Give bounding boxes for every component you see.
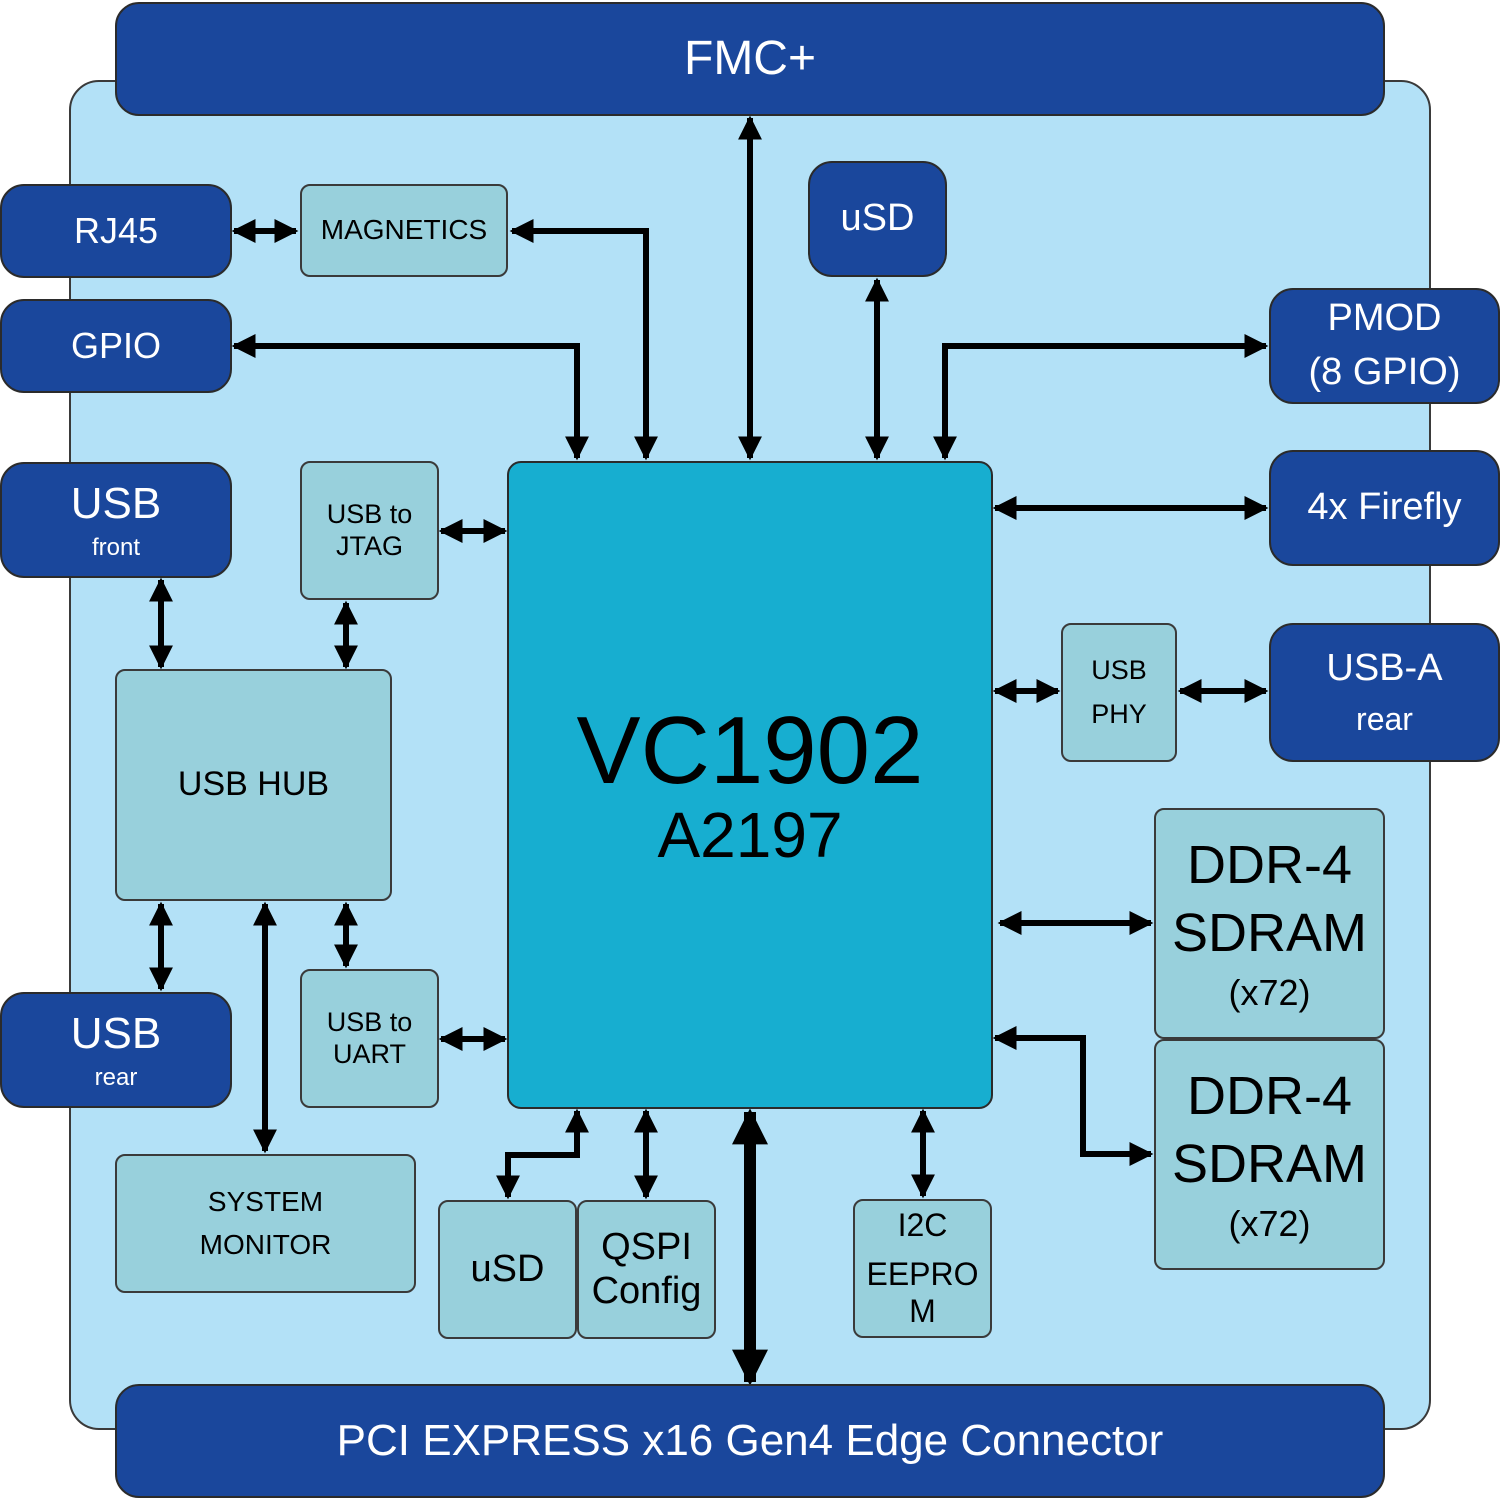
usb-jtag-line2: JTAG <box>336 530 403 561</box>
arrow-fpga-pmod <box>933 334 1269 461</box>
usb-a-line2: rear <box>1356 700 1413 737</box>
gpio-label: GPIO <box>70 325 162 367</box>
usb-uart-line1: USB to <box>326 1007 413 1038</box>
usb-a-connector: USB-A rear <box>1269 623 1500 762</box>
pcie-edge-connector: PCI EXPRESS x16 Gen4 Edge Connector <box>115 1384 1385 1498</box>
fmc-label: FMC+ <box>684 32 816 86</box>
fpga-chip: VC1902 A2197 <box>507 461 993 1109</box>
i2c-eeprom-line2: EEPRO <box>866 1256 979 1293</box>
pmod-connector: PMOD (8 GPIO) <box>1269 288 1500 404</box>
usb-rear-subtitle: rear <box>94 1063 138 1091</box>
ddr4b-line2: SDRAM <box>1171 1133 1367 1194</box>
usb-hub-label: USB HUB <box>177 765 330 804</box>
usd-top-connector: uSD <box>808 161 947 277</box>
usb-jtag-line1: USB to <box>326 499 413 530</box>
usb-front-connector: USB front <box>0 462 232 578</box>
usb-rear-connector: USB rear <box>0 992 232 1108</box>
usb-front-title: USB <box>70 478 162 528</box>
ddr4a-line3: (x72) <box>1228 971 1311 1013</box>
arrow-fpga-ddr4b <box>992 1026 1154 1166</box>
pmod-line2: (8 GPIO) <box>1308 351 1461 393</box>
usb-phy-line1: USB <box>1091 655 1147 686</box>
ddr4b-line1: DDR-4 <box>1186 1065 1352 1126</box>
ddr4-sdram-block-1: DDR-4 SDRAM (x72) <box>1154 808 1385 1039</box>
usb-uart-line2: UART <box>332 1038 406 1069</box>
arrow-fpga-usd-bottom <box>496 1108 589 1200</box>
fpga-part-number: VC1902 <box>576 697 924 804</box>
sysmon-line2: MONITOR <box>199 1228 332 1260</box>
i2c-eeprom-block: I2C EEPRO M <box>853 1199 992 1338</box>
usb-a-line1: USB-A <box>1326 647 1443 690</box>
magnetics-label: MAGNETICS <box>320 214 488 246</box>
qspi-config-block: QSPI Config <box>577 1200 716 1339</box>
qspi-line2: Config <box>591 1269 702 1312</box>
usb-phy-block: USB PHY <box>1061 623 1177 762</box>
system-monitor-block: SYSTEM MONITOR <box>115 1154 416 1293</box>
usd-bottom-block: uSD <box>438 1200 577 1339</box>
ddr4-sdram-block-2: DDR-4 SDRAM (x72) <box>1154 1039 1385 1270</box>
ddr4a-line1: DDR-4 <box>1186 834 1352 895</box>
gpio-connector: GPIO <box>0 299 232 393</box>
usb-to-jtag-block: USB to JTAG <box>300 461 439 600</box>
arrow-magnetics-fpga <box>509 219 658 461</box>
fmc-connector: FMC+ <box>115 2 1385 116</box>
pmod-line1: PMOD <box>1327 297 1442 340</box>
firefly-connector: 4x Firefly <box>1269 450 1500 566</box>
arrow-gpio-fpga <box>231 334 589 461</box>
usb-to-uart-block: USB to UART <box>300 969 439 1108</box>
sysmon-line1: SYSTEM <box>207 1186 324 1218</box>
rj45-connector: RJ45 <box>0 184 232 278</box>
qspi-line1: QSPI <box>601 1225 692 1268</box>
usb-phy-line2: PHY <box>1091 698 1147 729</box>
fpga-package: A2197 <box>657 799 843 871</box>
usb-rear-title: USB <box>70 1008 162 1058</box>
pcie-label: PCI EXPRESS x16 Gen4 Edge Connector <box>336 1415 1164 1465</box>
i2c-eeprom-line3: M <box>909 1292 936 1329</box>
i2c-eeprom-line1: I2C <box>897 1207 948 1244</box>
usd-top-label: uSD <box>840 197 915 240</box>
firefly-label: 4x Firefly <box>1307 486 1462 529</box>
usd-bottom-label: uSD <box>470 1247 545 1290</box>
rj45-label: RJ45 <box>73 210 159 252</box>
ddr4a-line2: SDRAM <box>1171 902 1367 963</box>
usb-hub-block: USB HUB <box>115 669 392 901</box>
ddr4b-line3: (x72) <box>1228 1202 1311 1244</box>
magnetics-block: MAGNETICS <box>300 184 508 277</box>
usb-front-subtitle: front <box>91 533 141 561</box>
